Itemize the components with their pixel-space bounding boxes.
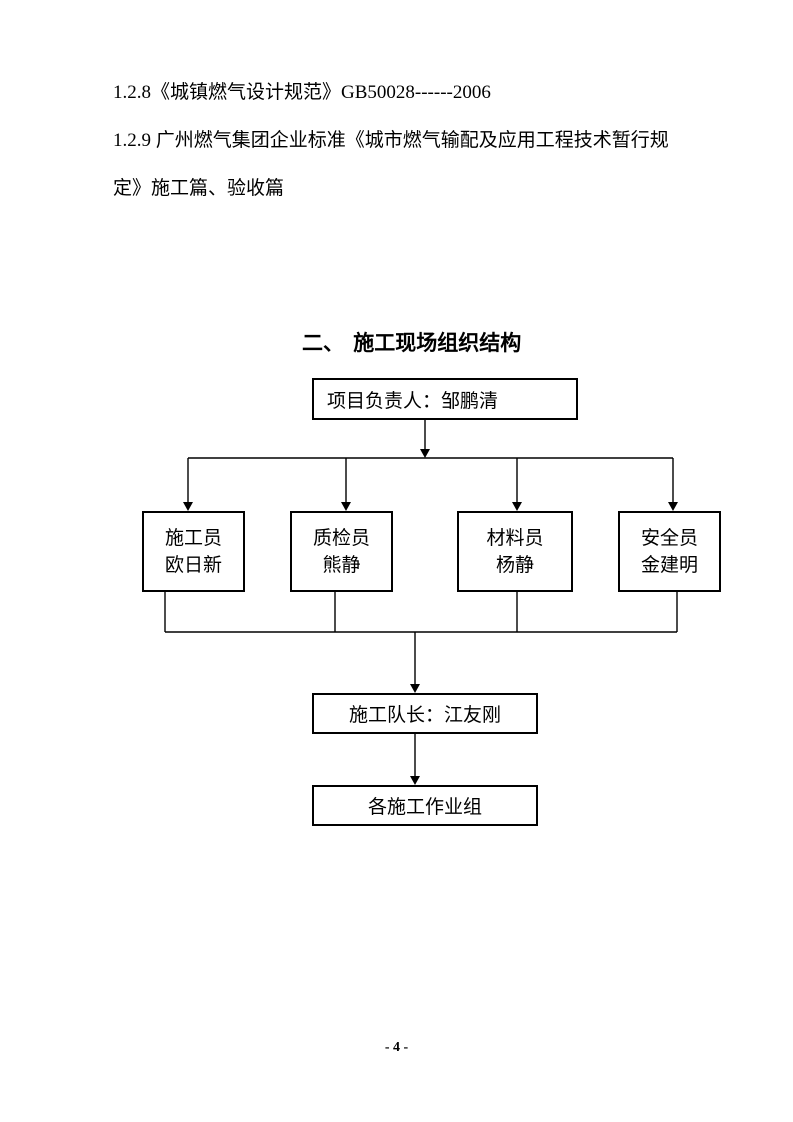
captain-to-groups-connector [410, 734, 420, 785]
paragraph-ref-1-2-9-line2: 定》施工篇、验收篇 [113, 178, 285, 199]
org-box-constructor: 施工员 欧日新 [142, 511, 245, 592]
leader-to-staff-connector [183, 420, 678, 511]
staff-role-material-clerk: 材料员 [486, 528, 544, 549]
staff-to-captain-connector [164, 592, 678, 693]
org-box-quality-inspector: 质检员 熊静 [290, 511, 393, 592]
staff-role-constructor: 施工员 [164, 528, 222, 549]
org-box-safety-officer: 安全员 金建明 [618, 511, 721, 592]
org-box-material-clerk: 材料员 杨静 [457, 511, 573, 592]
org-box-work-groups: 各施工作业组 [312, 785, 538, 826]
staff-name-quality-inspector: 熊静 [322, 555, 361, 576]
section-number: 二、 [302, 331, 344, 355]
staff-name-material-clerk: 杨静 [495, 555, 534, 576]
paragraph-ref-1-2-8: 1.2.8《城镇燃气设计规范》GB50028------2006 [113, 82, 491, 103]
section-title: 施工现场组织结构 [353, 331, 522, 355]
page-number: - 4 - [384, 1040, 409, 1055]
staff-role-quality-inspector: 质检员 [312, 528, 370, 549]
org-box-project-leader: 项目负责人：邹鹏清 [312, 378, 578, 420]
work-groups-label: 各施工作业组 [367, 797, 482, 818]
project-leader-label: 项目负责人：邹鹏清 [327, 390, 499, 412]
staff-role-safety-officer: 安全员 [640, 528, 698, 549]
section-heading: 二、 施工现场组织结构 [302, 327, 521, 357]
paragraph-ref-1-2-9-line1: 1.2.9 广州燃气集团企业标准《城市燃气输配及应用工程技术暂行规 [113, 130, 669, 151]
org-box-construction-captain: 施工队长：江友刚 [312, 693, 538, 734]
staff-name-constructor: 欧日新 [164, 555, 222, 576]
construction-captain-label: 施工队长：江友刚 [348, 705, 501, 726]
staff-name-safety-officer: 金建明 [640, 555, 698, 576]
